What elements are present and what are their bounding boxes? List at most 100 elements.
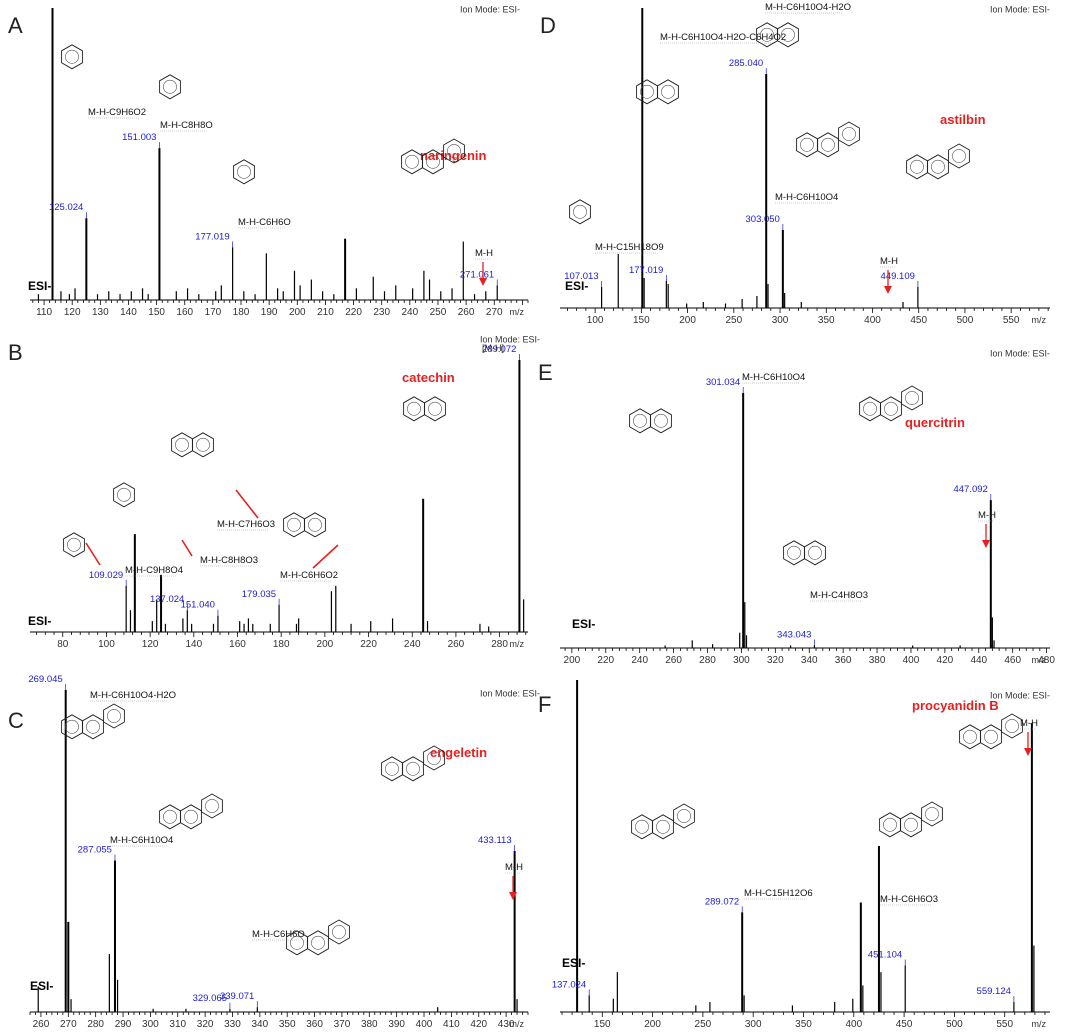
ring-shape bbox=[192, 432, 214, 458]
x-tick-label: 340 bbox=[252, 1019, 269, 1027]
ring-shape bbox=[980, 724, 1002, 750]
x-tick-label: 350 bbox=[279, 1019, 296, 1027]
panel-letter: C bbox=[8, 708, 24, 733]
ring-shape bbox=[948, 143, 970, 169]
ring-shape bbox=[650, 408, 672, 434]
aromatic-circle bbox=[175, 437, 189, 452]
aromatic-circle bbox=[904, 817, 918, 832]
fragment-connector-line bbox=[85, 542, 101, 566]
x-tick-label: 250 bbox=[430, 307, 447, 318]
peak-mz-label: 303.050 bbox=[746, 214, 780, 225]
ring-shape bbox=[180, 804, 202, 830]
ring-shape bbox=[673, 803, 695, 829]
ring-shape bbox=[921, 801, 943, 827]
aromatic-circle bbox=[787, 545, 801, 560]
aromatic-circle bbox=[308, 517, 322, 532]
ring-shape bbox=[1001, 713, 1023, 739]
esi-label: ESI- bbox=[30, 979, 53, 993]
cyclohexenone-icon bbox=[159, 74, 181, 100]
fragment-label: M-H-C7H6O3 bbox=[217, 519, 275, 530]
aromatic-circle bbox=[640, 84, 654, 99]
panel-letter: D bbox=[540, 13, 556, 38]
aromatic-circle bbox=[781, 27, 795, 42]
x-tick-label: 100 bbox=[98, 639, 115, 650]
aromatic-circle bbox=[205, 799, 219, 813]
phenolate-ring-icon bbox=[61, 44, 83, 70]
procyanidin-b-structure-icon bbox=[959, 713, 1023, 750]
aromatic-circle bbox=[800, 137, 814, 152]
ring-shape bbox=[283, 512, 305, 538]
x-tick-label: 320 bbox=[767, 655, 784, 666]
fragment-label: M-H-C6H10O4-H2O bbox=[90, 690, 176, 701]
precursor-arrow-head bbox=[884, 286, 892, 294]
aromatic-circle bbox=[573, 204, 587, 219]
ring-shape bbox=[233, 159, 255, 185]
ring-shape bbox=[82, 714, 104, 740]
aromatic-circle bbox=[405, 154, 419, 169]
x-tick-label: 200 bbox=[317, 639, 334, 650]
aromatic-circle bbox=[426, 154, 440, 169]
ring-shape bbox=[424, 396, 446, 422]
x-axis-unit: m/z bbox=[1032, 315, 1047, 325]
x-tick-label: 450 bbox=[910, 315, 927, 326]
flavone-structure-icon bbox=[61, 703, 125, 740]
peak-mz-label: 109.029 bbox=[89, 570, 123, 581]
fragment-connector-line bbox=[181, 539, 193, 557]
x-tick-label: 260 bbox=[458, 307, 475, 318]
taxifolin-structure-icon bbox=[796, 121, 860, 158]
x-tick-label: 260 bbox=[665, 655, 682, 666]
precursor-arrow-head bbox=[1024, 748, 1032, 756]
x-tick-label: 250 bbox=[695, 1019, 712, 1027]
fragment-label: M-H-C6H6O3 bbox=[880, 894, 938, 905]
x-tick-label: 270 bbox=[60, 1019, 77, 1027]
ring-shape bbox=[159, 804, 181, 830]
x-tick-label: 120 bbox=[142, 639, 159, 650]
peak-mz-label: 177.019 bbox=[629, 265, 663, 276]
ring-shape bbox=[61, 44, 83, 70]
ring-shape bbox=[859, 396, 881, 422]
fragment-label: M-H-C4H8O3 bbox=[810, 590, 868, 601]
dihydroflavonol-icon bbox=[159, 793, 223, 830]
ring-shape bbox=[159, 74, 181, 100]
aromatic-circle bbox=[842, 127, 856, 141]
ring-shape bbox=[629, 408, 651, 434]
peak-mz-label: 269.045 bbox=[28, 674, 62, 685]
ion-mode-label: Ion Mode: ESI- bbox=[480, 334, 540, 344]
fragment-label: M-H-C6H10O4 bbox=[110, 835, 173, 846]
aromatic-circle bbox=[107, 709, 121, 723]
x-tick-label: 450 bbox=[896, 1019, 913, 1027]
peak-mz-label: 151.040 bbox=[181, 600, 215, 611]
aromatic-circle bbox=[117, 487, 131, 502]
x-tick-label: 300 bbox=[733, 655, 750, 666]
engeletin-structure-icon bbox=[381, 745, 445, 782]
x-tick-label: 400 bbox=[864, 315, 881, 326]
aromatic-circle bbox=[385, 761, 399, 776]
chromene-icon bbox=[283, 512, 326, 538]
peak-mz-label: 289.072 bbox=[705, 896, 739, 907]
x-tick-label: 160 bbox=[229, 639, 246, 650]
x-axis-unit: m/z bbox=[510, 1019, 525, 1027]
x-tick-label: 200 bbox=[679, 315, 696, 326]
fragment-label: M-H bbox=[505, 862, 523, 873]
aromatic-circle bbox=[407, 401, 421, 416]
ring-shape bbox=[381, 756, 403, 782]
aromatic-circle bbox=[760, 27, 774, 42]
ring-shape bbox=[304, 512, 326, 538]
x-tick-label: 330 bbox=[224, 1019, 241, 1027]
aromatic-circle bbox=[677, 809, 691, 823]
ring-shape bbox=[63, 532, 85, 558]
x-tick-label: 230 bbox=[373, 307, 390, 318]
x-tick-label: 260 bbox=[448, 639, 465, 650]
peak-mz-label: 449.109 bbox=[881, 271, 915, 282]
fragment-label: M-H-C8H8O3 bbox=[200, 555, 258, 566]
x-tick-label: 130 bbox=[92, 307, 109, 318]
x-tick-label: 370 bbox=[334, 1019, 351, 1027]
esi-label: ESI- bbox=[562, 956, 585, 970]
aromatic-circle bbox=[65, 49, 79, 64]
fragment-label: M-H-C6H6O bbox=[252, 929, 305, 940]
chromone-icon bbox=[636, 79, 679, 105]
ion-mode-label: Ion Mode: ESI- bbox=[990, 4, 1050, 14]
